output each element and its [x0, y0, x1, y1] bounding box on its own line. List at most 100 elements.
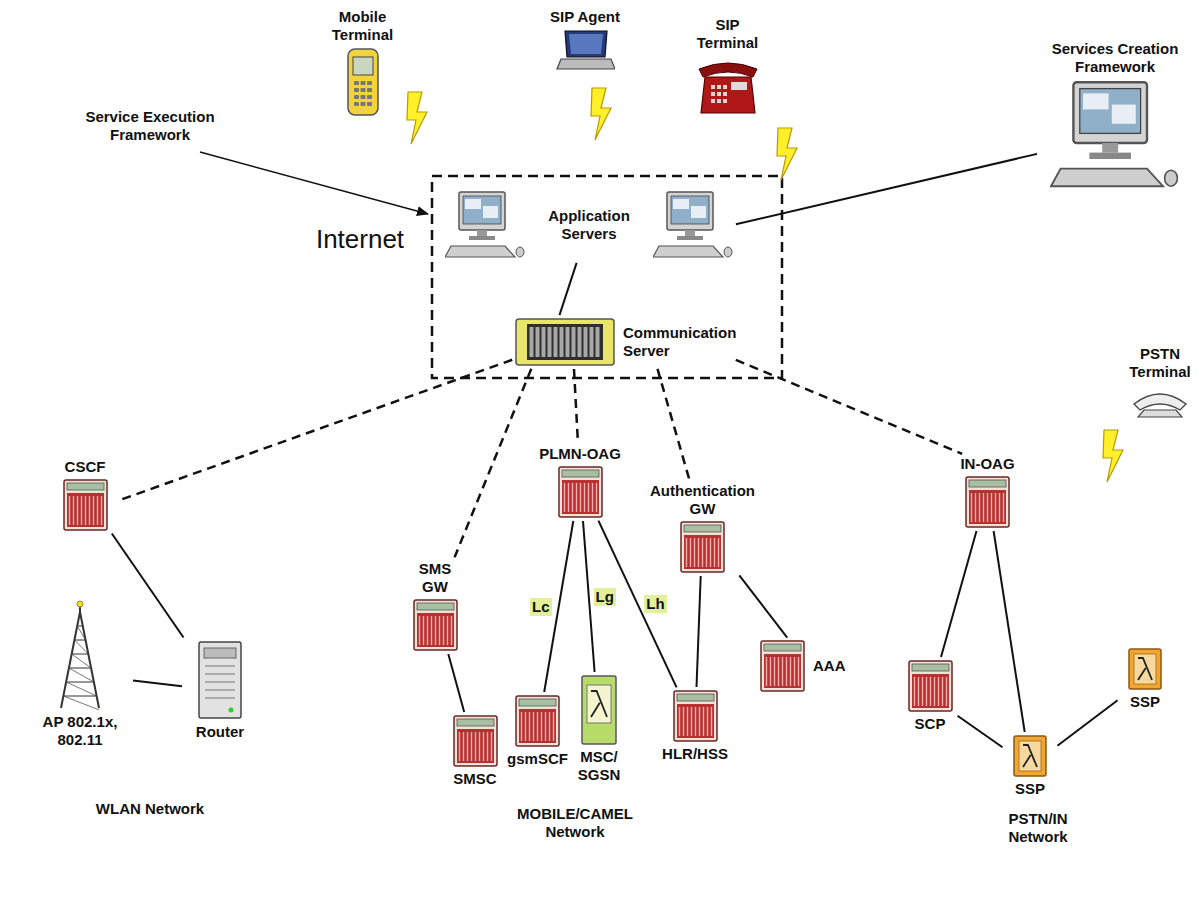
equipment-node: IN-OAG [950, 455, 1025, 528]
connector-line [1057, 700, 1117, 746]
icon-holder [63, 479, 108, 531]
node-label: SSP [1120, 693, 1170, 711]
node-label: AAA [813, 657, 858, 675]
icon-holder [965, 476, 1010, 528]
switch-icon [581, 675, 617, 745]
icon-holder [453, 715, 498, 767]
icon-holder [1128, 648, 1162, 690]
equipment-node: gsmSCF [505, 695, 570, 768]
icon-holder [693, 55, 763, 115]
computer-icon [1050, 79, 1180, 191]
node-label: SCP [905, 715, 955, 733]
dashed-connector [736, 360, 962, 454]
node-label: gsmSCF [505, 750, 570, 768]
icon-holder [680, 521, 725, 573]
equipment-node: AAA [760, 640, 858, 692]
node-label: SSP [1005, 780, 1055, 798]
icon-holder [581, 675, 617, 745]
callout-label: Service Execution Framework [50, 108, 250, 144]
icon-holder [908, 660, 953, 712]
cloud-shape [230, 105, 940, 415]
icon-holder [515, 318, 615, 366]
server-rack-icon [673, 690, 718, 742]
interface-label: Lc [530, 598, 552, 616]
icon-holder [55, 600, 105, 710]
node-label: Router [185, 723, 255, 741]
icon-holder [760, 640, 805, 692]
server-rack-icon [63, 479, 108, 531]
desk-phone-icon [693, 55, 763, 115]
icon-holder [653, 190, 733, 260]
node-label: Authentication GW [640, 482, 765, 518]
server-rack-icon [453, 715, 498, 767]
equipment-node: SMS GW [410, 560, 460, 651]
node-label: Application Servers [529, 207, 649, 243]
equipment-node: Authentication GW [640, 482, 765, 573]
equipment-node: SCP [905, 660, 955, 733]
equipment-node: SMSC [445, 715, 505, 788]
equipment-node: CSCF [55, 458, 115, 531]
equipment-node: SIP Terminal [690, 16, 765, 115]
dashed-connector [118, 360, 512, 501]
icon-holder [445, 190, 525, 260]
node-label: SIP Agent [540, 8, 630, 26]
icon-holder [1050, 79, 1180, 191]
network-cloud: Internet Application ServersCommunication… [230, 105, 940, 415]
connector-line [560, 263, 577, 315]
framework-boundary [432, 176, 782, 378]
switch-icon [1128, 648, 1162, 690]
server-rack-icon [680, 521, 725, 573]
connector-line [941, 531, 977, 657]
node-label: Mobile Terminal [325, 8, 400, 44]
connector-line [448, 654, 464, 712]
equipment-node: Mobile Terminal [325, 8, 400, 117]
icon-holder [1013, 735, 1047, 777]
connector-line [697, 576, 701, 687]
network-cloud: PSTN/IN NetworkIN-OAGSCPSSPSSP [878, 470, 1198, 890]
node-label: SMSC [445, 770, 505, 788]
cloud-shape [5, 460, 350, 900]
wireless-bolt [1103, 430, 1123, 482]
server-rack-icon [965, 476, 1010, 528]
server-rack-icon [413, 599, 458, 651]
equipment-node: HLR/HSS [655, 690, 735, 763]
node-label: MOBILE/CAMEL Network [505, 805, 645, 841]
computer-icon [653, 190, 733, 260]
computer-icon [445, 190, 525, 260]
node-label: Internet [300, 225, 420, 254]
node-label: PSTN Terminal [1125, 345, 1195, 381]
connector-line [112, 534, 184, 638]
icon-holder [558, 466, 603, 518]
icon-holder [345, 47, 381, 117]
node-label: PSTN/IN Network [983, 810, 1093, 846]
wireless-bolt [591, 88, 611, 140]
icon-holder [413, 599, 458, 651]
network-cloud: WLAN NetworkCSCFAP 802.1x, 802.11Router [5, 460, 350, 900]
interface-label: Lh [644, 595, 666, 613]
telephone-icon [1130, 384, 1190, 418]
connector-line [739, 575, 787, 637]
dashed-connector [658, 369, 690, 479]
icon-holder [555, 29, 615, 71]
wireless-bolt [407, 92, 427, 144]
connector-line [133, 681, 182, 687]
node-label: IN-OAG [950, 455, 1025, 473]
equipment-node: Router [185, 640, 255, 741]
router-icon [195, 640, 245, 720]
laptop-icon [555, 29, 615, 71]
server-rack-icon [515, 695, 560, 747]
icon-holder [1130, 384, 1190, 418]
node-label: PLMN-OAG [535, 445, 625, 463]
node-label: CSCF [55, 458, 115, 476]
cloud-outline [5, 460, 350, 900]
dashed-connector [455, 369, 532, 557]
equipment-node: Application Servers [445, 190, 733, 260]
server-rack-icon [760, 640, 805, 692]
equipment-node: AP 802.1x, 802.11 [30, 600, 130, 749]
equipment-node: SIP Agent [540, 8, 630, 71]
dashed-connector [574, 369, 578, 442]
node-label: Communication Server [623, 324, 733, 360]
icon-holder [673, 690, 718, 742]
icon-holder [515, 695, 560, 747]
interface-label: Lg [594, 588, 616, 606]
